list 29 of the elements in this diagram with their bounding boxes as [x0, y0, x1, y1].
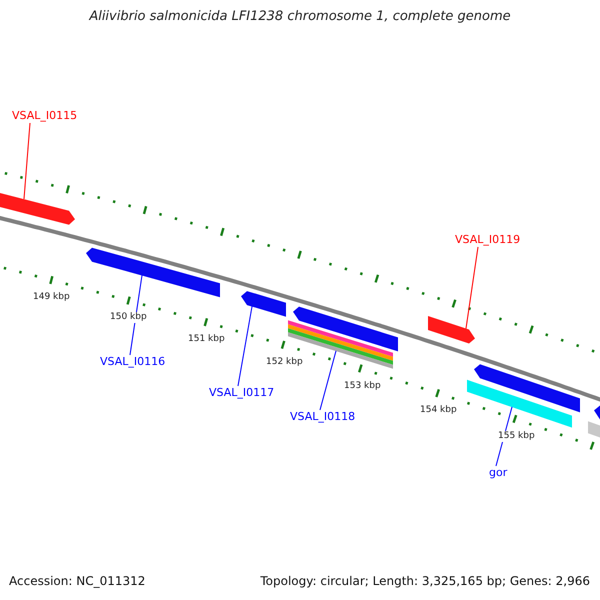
leader-line — [466, 246, 478, 329]
gene-label: VSAL_I0115 — [12, 109, 78, 122]
title: Aliivibrio salmonicida LFI1238 chromosome 1, complete genome — [89, 9, 511, 24]
gene-feature — [428, 316, 475, 344]
scale-label: 151 kbp — [188, 334, 225, 345]
gene-feature — [594, 406, 600, 420]
gene-label: VSAL_I0117 — [209, 386, 274, 399]
gene-label: VSAL_I0118 — [290, 410, 356, 423]
gene-label: gor — [489, 466, 508, 479]
gene-feature — [0, 190, 75, 225]
scale-label: 152 kbp — [266, 356, 303, 368]
feature-bar — [588, 421, 600, 438]
gene-label: VSAL_I0119 — [455, 233, 520, 246]
gene-feature — [86, 248, 220, 298]
genome-summary-text: Topology: circular; Length: 3,325,165 bp; Genes: 2,966 — [260, 575, 590, 588]
gene-feature — [474, 364, 580, 412]
leader-line — [24, 122, 30, 200]
scale-label: 150 kbp — [110, 312, 147, 324]
feature-bar — [467, 380, 572, 428]
scale-label: 155 kbp — [498, 430, 535, 442]
scale-label: 154 kbp — [420, 404, 457, 416]
leader-line — [320, 350, 336, 410]
gene-feature — [293, 306, 398, 352]
accession-text: Accession: NC_011312 — [9, 575, 146, 588]
scale-label: 149 kbp — [33, 292, 70, 303]
scale-label: 153 kbp — [344, 380, 381, 392]
leader-line — [238, 306, 252, 386]
gene-feature — [241, 291, 286, 317]
gene-label: VSAL_I0116 — [100, 355, 166, 368]
